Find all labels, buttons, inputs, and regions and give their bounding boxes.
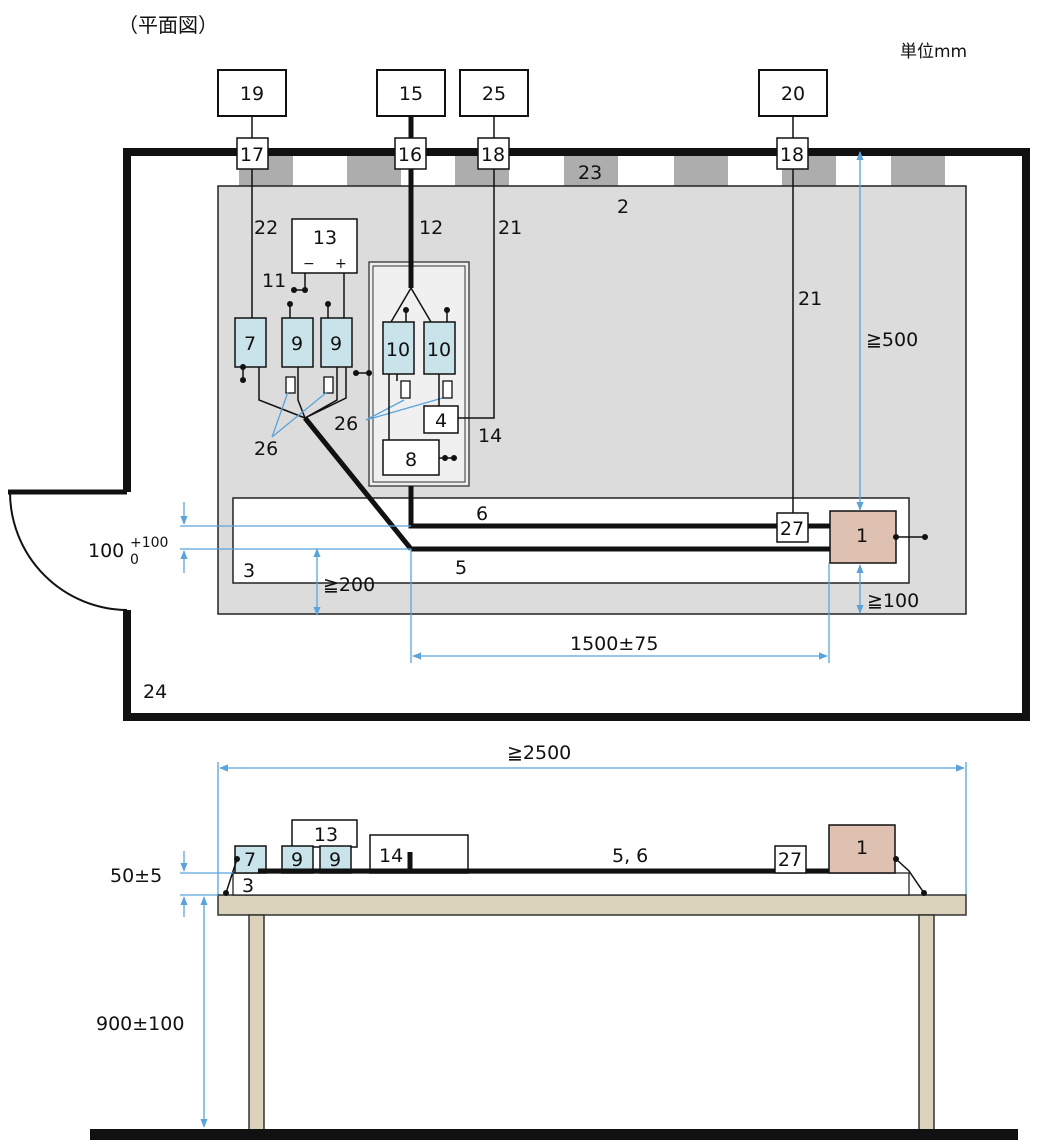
plan-view: 23 2 3 19 15 25 20 17 16 18 18 <box>8 69 1030 721</box>
item-13-power <box>291 218 358 274</box>
label-dim-100-sup: +100 <box>130 535 168 551</box>
elev-label-9b: 9 <box>329 849 341 871</box>
label-dim-100: ≧100 <box>867 590 919 612</box>
label-10b: 10 <box>427 339 451 361</box>
elev-label-dim-50: 50±5 <box>110 865 162 887</box>
polarity-minus: − <box>303 256 315 272</box>
label-20: 20 <box>781 83 805 105</box>
label-16: 16 <box>398 144 422 166</box>
item-4 <box>423 405 459 434</box>
wood-table-top <box>217 894 967 916</box>
bundle-lines <box>258 367 347 419</box>
label-dim-2500: ≧2500 <box>507 742 571 764</box>
label-22: 22 <box>254 217 278 239</box>
label-17: 17 <box>240 144 264 166</box>
probe <box>285 376 296 394</box>
polarity-plus: + <box>335 256 347 272</box>
elev-item-27 <box>774 845 807 874</box>
feedthrough-16 <box>394 137 427 170</box>
label-9b: 9 <box>330 333 342 355</box>
elev-label-13: 13 <box>314 824 338 846</box>
cable-21-left <box>458 169 495 419</box>
item-27 <box>776 512 809 543</box>
label-dim-200: ≧200 <box>323 574 375 596</box>
label-15: 15 <box>399 83 423 105</box>
label-21b: 21 <box>798 288 822 310</box>
label-dim-100-sub: 0 <box>130 552 139 568</box>
label-dim-100-base: 100 <box>88 540 124 562</box>
label-13: 13 <box>313 227 337 249</box>
label-21: 21 <box>498 217 522 239</box>
table-leg-left <box>248 914 265 1131</box>
label-18b: 18 <box>780 144 804 166</box>
label-6: 6 <box>476 503 488 525</box>
table-leg-right <box>918 914 935 1131</box>
elevation-view: ≧2500 3 7 13 9 9 14 5, 6 27 1 <box>90 742 1018 1140</box>
wall-block <box>347 156 401 187</box>
elev-label-cables: 5, 6 <box>612 845 648 867</box>
label-19: 19 <box>240 83 264 105</box>
label-7: 7 <box>244 333 256 355</box>
label-23: 23 <box>578 162 602 184</box>
label-dim-500: ≧500 <box>866 329 918 351</box>
unit-label: 単位mm <box>900 42 967 62</box>
label-14: 14 <box>478 425 502 447</box>
label-12: 12 <box>419 217 443 239</box>
label-3: 3 <box>243 560 255 582</box>
wall-block <box>564 156 618 187</box>
item-7 <box>234 317 267 368</box>
elev-label-9a: 9 <box>291 849 303 871</box>
feedthrough-17 <box>236 137 269 170</box>
leader-26 <box>271 391 328 438</box>
label-25: 25 <box>482 83 506 105</box>
elev-label-1: 1 <box>856 837 868 859</box>
label-5: 5 <box>455 557 467 579</box>
label-24: 24 <box>143 681 167 703</box>
room-wall <box>123 148 1030 721</box>
probe <box>323 376 334 394</box>
elev-eut-1 <box>828 824 896 874</box>
label-10a: 10 <box>386 339 410 361</box>
probe <box>442 380 453 399</box>
elev-label-14: 14 <box>379 845 403 867</box>
floor <box>90 1129 1018 1140</box>
leader-26b <box>365 396 447 421</box>
label-27: 27 <box>780 518 804 540</box>
label-dim-1500: 1500±75 <box>570 633 658 655</box>
plan-view-title: （平面図） <box>118 13 218 37</box>
item-10b <box>423 321 456 375</box>
elev-label-7: 7 <box>244 849 256 871</box>
elev-label-dim-900: 900±100 <box>96 1013 184 1035</box>
label-11: 11 <box>262 270 286 292</box>
elev-label-3: 3 <box>242 875 254 897</box>
item-10a <box>382 321 415 375</box>
elev-bench <box>232 872 910 896</box>
wall-block <box>891 156 945 187</box>
cable-5-diag <box>303 416 413 551</box>
label-18: 18 <box>481 144 505 166</box>
wall-block <box>674 156 728 187</box>
split-lines <box>390 287 432 323</box>
label-9a: 9 <box>291 333 303 355</box>
label-2: 2 <box>617 196 629 218</box>
label-26b: 26 <box>334 413 358 435</box>
item-8 <box>382 439 440 476</box>
label-26a: 26 <box>254 438 278 460</box>
feedthrough-18 <box>477 137 510 170</box>
feedthrough-18b <box>776 137 809 170</box>
label-4: 4 <box>435 410 447 432</box>
door-swing <box>9 491 128 611</box>
elev-label-27: 27 <box>778 849 802 871</box>
label-8: 8 <box>405 449 417 471</box>
elev-item-13 <box>291 819 358 848</box>
label-1: 1 <box>856 525 868 547</box>
probe <box>400 380 411 399</box>
